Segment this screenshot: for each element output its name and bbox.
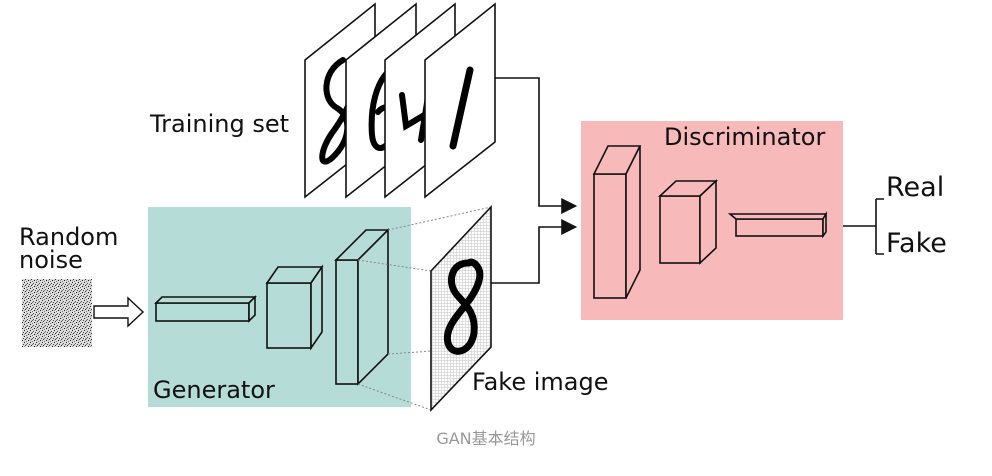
training-set-cards — [304, 2, 496, 199]
discriminator-layer-3 — [727, 211, 828, 239]
figure-caption: GAN基本结构 — [436, 429, 535, 448]
discriminator-layer-1 — [592, 145, 642, 299]
fake-image-card — [430, 204, 492, 412]
real-output-label: Real — [886, 172, 944, 203]
generator-label: Generator — [153, 376, 275, 404]
fake-image-label: Fake image — [472, 368, 609, 396]
random-noise-label-line1: Random — [19, 223, 118, 251]
training-set-to-discriminator-line — [495, 77, 578, 214]
generator-layer-3 — [334, 228, 390, 386]
fake-digit-eight — [443, 258, 484, 355]
training-set-label: Training set — [149, 110, 289, 138]
random-noise-label-line2: noise — [19, 246, 83, 274]
random-noise-image — [22, 279, 92, 347]
discriminator-label: Discriminator — [664, 123, 825, 151]
training-card-4 — [424, 2, 496, 199]
discriminator-layer-2 — [657, 179, 719, 265]
generator-layer-1 — [154, 295, 257, 323]
fake-output-label: Fake — [886, 228, 947, 259]
generator-projection-lines — [357, 206, 492, 411]
noise-to-generator-arrow — [93, 296, 145, 328]
fake-image-to-discriminator-line — [491, 219, 578, 284]
output-bracket — [843, 198, 884, 255]
generator-layer-2 — [265, 264, 324, 351]
